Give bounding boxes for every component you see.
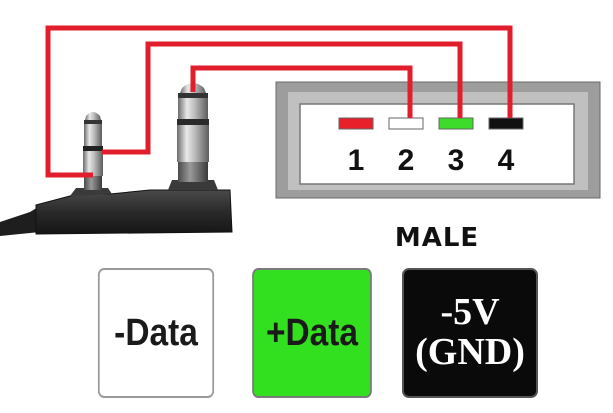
signal-minus-data: -Data <box>97 268 215 398</box>
usb-pin-3 <box>438 117 474 130</box>
usb-pin-number-3: 3 <box>448 144 465 177</box>
signal-ground-line1: -5V <box>440 291 500 334</box>
gender-label: MALE <box>395 223 479 253</box>
wire-pin3 <box>102 41 463 155</box>
usb-pin-2 <box>388 117 424 130</box>
small-pin <box>83 112 103 190</box>
wire-pin2 <box>190 65 413 118</box>
signal-minus-data-label: -Data <box>114 311 198 354</box>
usb-pin-1 <box>338 117 374 130</box>
audio-plug <box>0 83 233 236</box>
usb-pin-number-1: 1 <box>348 144 365 177</box>
signal-ground-line2: (GND) <box>415 331 525 373</box>
wire-pin4 <box>45 25 513 178</box>
wires <box>45 25 513 178</box>
usb-port <box>299 103 575 185</box>
signal-plus-data-label: +Data <box>265 311 359 354</box>
usb-pin-4 <box>488 117 524 130</box>
signal-plus-data: +Data <box>252 268 372 398</box>
plug-housing <box>35 189 233 235</box>
plug-housing-top-2 <box>168 180 218 190</box>
signal-ground: -5V (GND) <box>402 268 538 398</box>
usb-pin-number-2: 2 <box>398 144 415 177</box>
usb-pin-number-4: 4 <box>498 144 515 177</box>
large-pin <box>177 83 209 182</box>
plug-cable <box>0 206 40 236</box>
